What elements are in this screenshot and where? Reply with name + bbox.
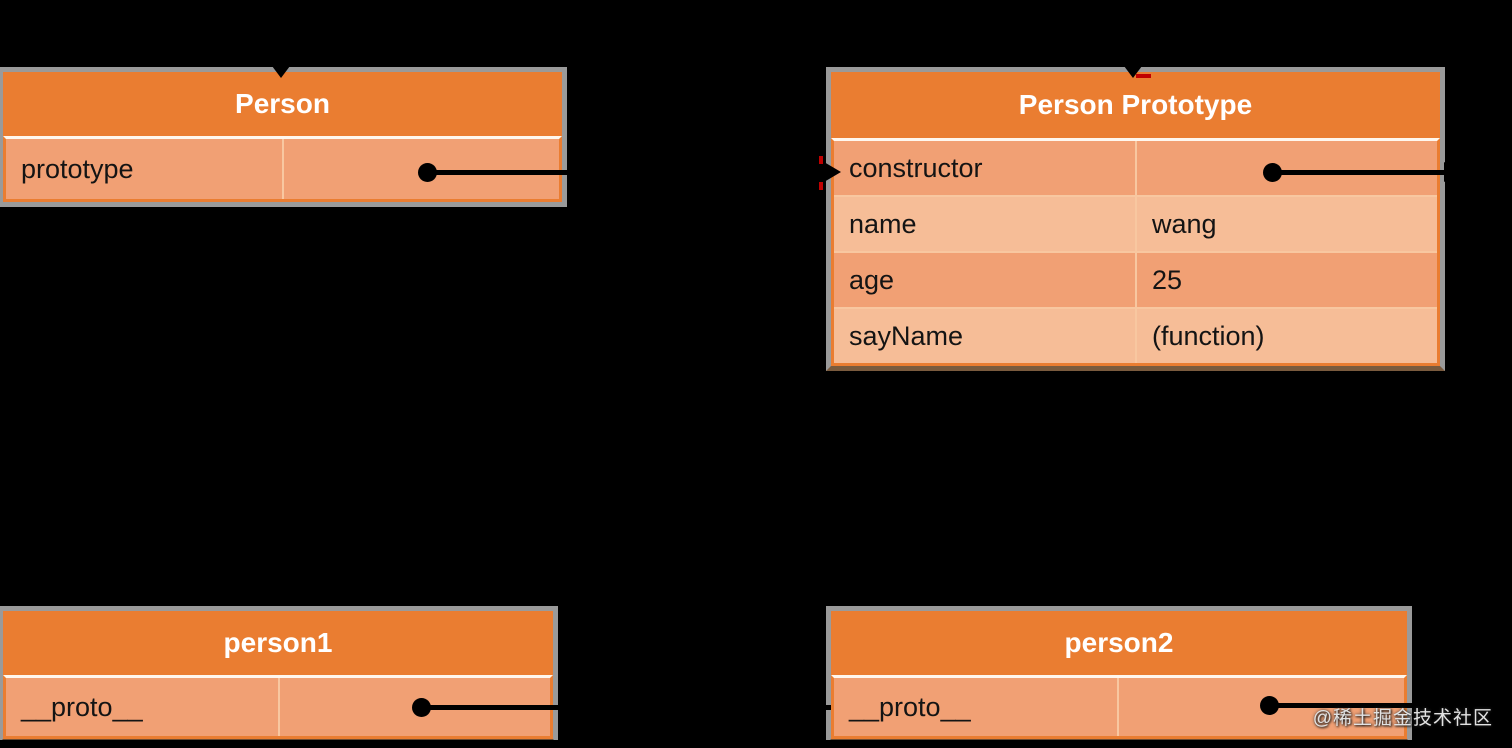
table-person1-title: person1 [3,611,553,675]
pointer-line [427,170,824,175]
table-person-prototype-title: Person Prototype [831,72,1440,138]
table-person2-title: person2 [831,611,1407,675]
red-mark [819,182,823,190]
table-row: prototype [6,139,559,199]
arrow-down-icon [272,66,290,78]
table-row: name wang [834,195,1437,251]
table-row: constructor [834,141,1437,195]
row-value: wang [1135,197,1437,251]
arrow-down-icon [1124,66,1142,78]
table-person-rows: prototype [3,136,562,202]
table-row: sayName (function) [834,307,1437,363]
red-mark [1136,74,1151,78]
table-person2: person2 __proto__ [826,606,1412,744]
row-value [278,678,550,736]
row-label: name [849,208,917,239]
row-value [282,139,559,199]
table-person-prototype: Person Prototype constructor name wang a… [826,67,1445,371]
row-value: 25 [1135,253,1437,307]
arrow-right-icon [824,162,841,182]
pointer-line [421,705,831,710]
red-mark [819,156,823,164]
row-value [1117,678,1404,736]
row-label: age [849,264,895,295]
row-label: sayName [849,320,964,351]
watermark: @稀土掘金技术社区 [1312,708,1493,729]
row-label: prototype [21,153,134,184]
pointer-line [1272,170,1444,175]
table-person1: person1 __proto__ [0,606,558,744]
row-label: __proto__ [21,691,143,722]
row-value [1135,141,1437,195]
bottom-black-strip [0,740,1512,748]
row-value: (function) [1135,309,1437,363]
table-row: age 25 [834,251,1437,307]
row-label: constructor [849,152,983,183]
arrow-right-icon [1444,162,1461,182]
table-person: Person prototype [0,67,567,207]
row-label: __proto__ [849,691,971,722]
table-person-prototype-rows: constructor name wang age 25 sayName (fu… [831,138,1440,366]
table-person-title: Person [3,72,562,136]
pointer-line [1269,703,1469,708]
